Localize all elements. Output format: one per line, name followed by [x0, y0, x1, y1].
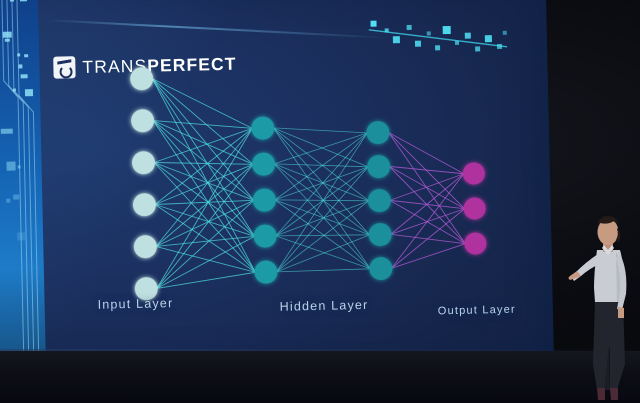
- network-nodes: [130, 67, 487, 301]
- caption-input-layer: Input Layer: [97, 296, 174, 312]
- caption-hidden-layer: Hidden Layer: [279, 297, 369, 314]
- circuit-trace-icon: [0, 0, 47, 378]
- network-edges: [151, 78, 466, 289]
- data-ribbon-icon: [368, 13, 509, 69]
- caption-output-layer: Output Layer: [437, 303, 516, 318]
- presenter-figure: [568, 214, 640, 403]
- stage-floor-edge: [0, 349, 640, 351]
- projection-screen: TRANSPERFECT: [0, 0, 558, 386]
- neural-network-diagram: [130, 67, 487, 301]
- slide-surface: TRANSPERFECT: [0, 0, 554, 378]
- stage-floor: [0, 351, 640, 403]
